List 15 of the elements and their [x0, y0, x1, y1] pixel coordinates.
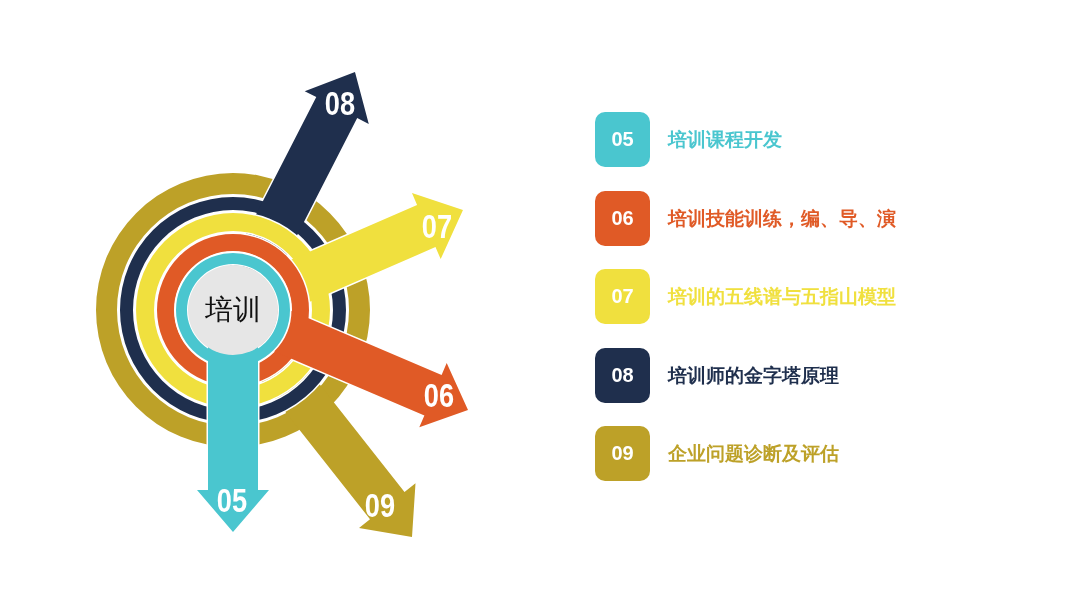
- arrow-number: 07: [421, 209, 453, 243]
- item-label: 企业问题诊断及评估: [668, 441, 839, 465]
- arrow-number: 06: [423, 378, 455, 412]
- item-label: 培训技能训练，编、导、演: [668, 206, 896, 230]
- item-label: 培训师的金字塔原理: [668, 363, 839, 387]
- arrow-number: 08: [324, 86, 356, 120]
- item-label: 培训的五线谱与五指山模型: [668, 284, 896, 308]
- number-badge: 05: [595, 112, 650, 167]
- number-badge: 09: [595, 426, 650, 481]
- arrow-number: 05: [216, 483, 248, 517]
- number-badge: 08: [595, 348, 650, 403]
- arrow-number: 09: [364, 488, 396, 522]
- number-badge: 06: [595, 191, 650, 246]
- item-label: 培训课程开发: [668, 127, 782, 151]
- number-badge: 07: [595, 269, 650, 324]
